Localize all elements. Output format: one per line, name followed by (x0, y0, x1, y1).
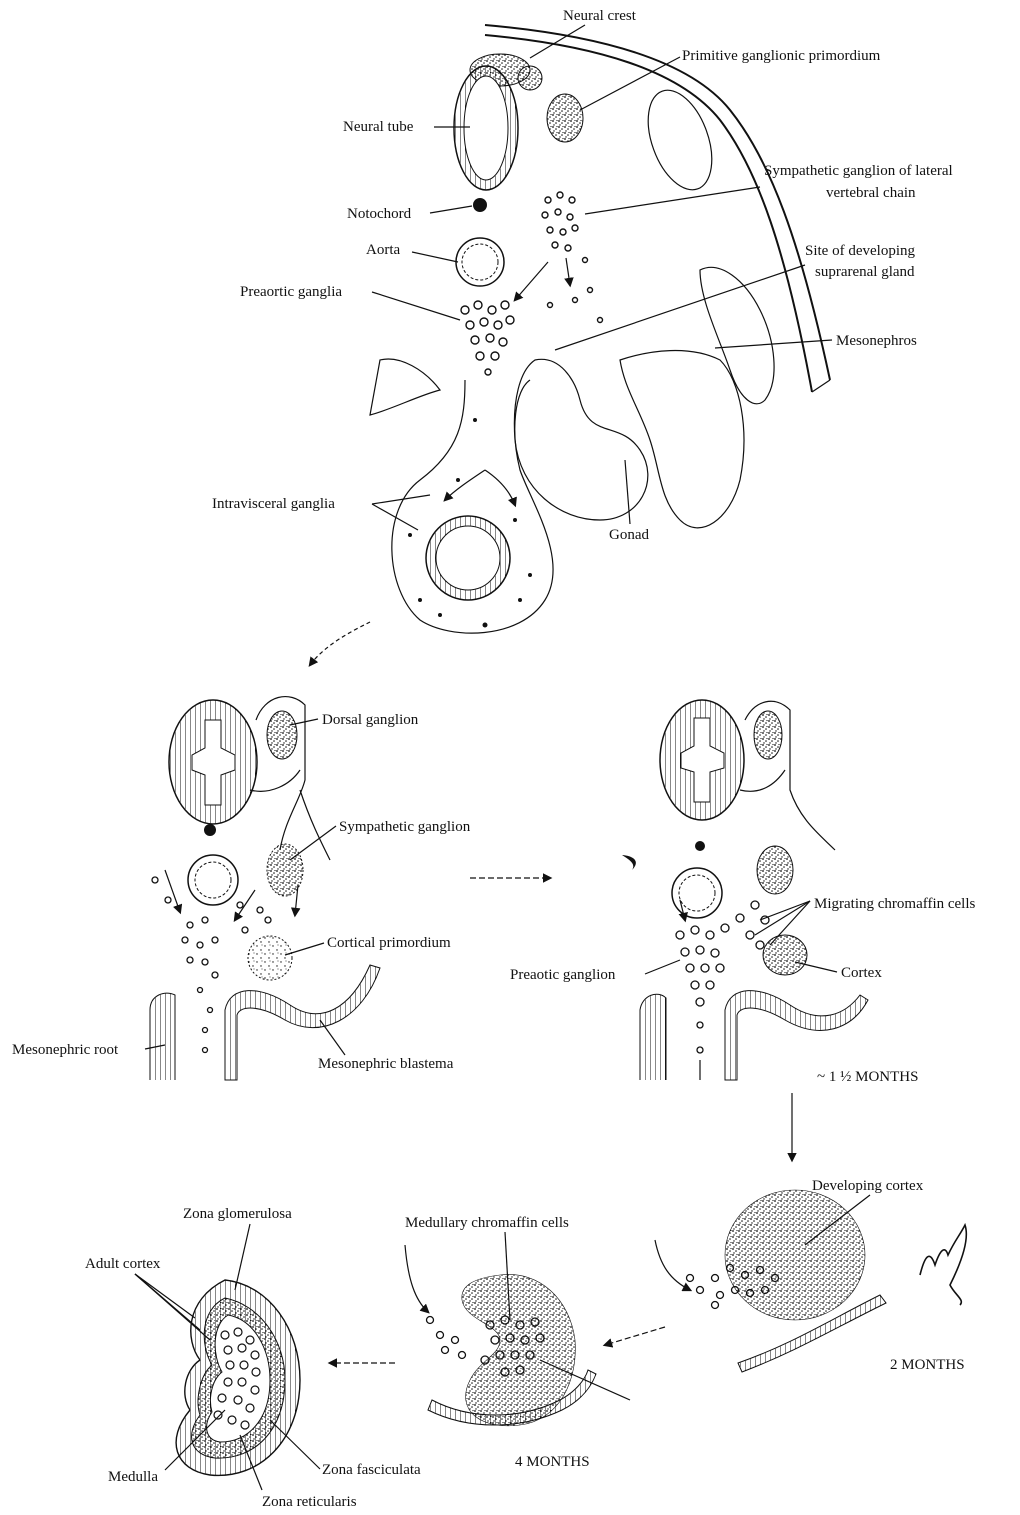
notochord-right (695, 841, 705, 851)
label-preaortic-ganglia: Preaortic ganglia (240, 284, 342, 300)
label-aorta: Aorta (366, 242, 400, 258)
stage-four-months: 4 MONTHS (515, 1454, 590, 1470)
top-labels: Neural crest Primitive ganglionic primor… (212, 8, 953, 543)
cortex-right (763, 935, 807, 975)
aorta-right (672, 868, 722, 918)
arrow-to-stage-2 (310, 622, 370, 665)
label-developing-cortex: Developing cortex (812, 1178, 924, 1194)
label-intravisceral-ganglia: Intravisceral ganglia (212, 496, 335, 512)
two-months-section: 2 MONTHS Developing cortex (655, 1178, 966, 1373)
label-zona-glomerulosa: Zona glomerulosa (183, 1206, 292, 1222)
label-notochord: Notochord (347, 206, 412, 222)
middle-left-section (150, 697, 380, 1080)
notochord (473, 198, 487, 212)
four-months-section: 4 MONTHS Medullary chromaffin cells (405, 1215, 630, 1470)
top-embryo-section (370, 25, 830, 633)
label-cortex: Cortex (841, 965, 882, 981)
label-zona-reticularis: Zona reticularis (262, 1494, 357, 1510)
middle-right-labels: Migrating chromaffin cells Preaotic gang… (510, 896, 976, 1085)
label-preaotic-ganglion: Preaotic ganglion (510, 967, 616, 983)
dorsal-ganglion-left (267, 711, 297, 759)
adult-gland-section: Zona glomerulosa Adult cortex Medulla Zo… (85, 1206, 421, 1510)
mesonephric-root-left (150, 993, 175, 1080)
label-medullary-chromaffin-cells: Medullary chromaffin cells (405, 1215, 569, 1231)
mesonephric-blastema-right (725, 991, 868, 1080)
neural-tube (454, 66, 518, 190)
label-cortical-primordium: Cortical primordium (327, 935, 451, 951)
label-zona-fasciculata: Zona fasciculata (322, 1462, 421, 1478)
chromaffin-cells-right (676, 901, 769, 1053)
developing-cortex-shape (725, 1190, 865, 1320)
label-migrating-chromaffin-cells: Migrating chromaffin cells (814, 896, 976, 912)
label-mesonephric-blastema: Mesonephric blastema (318, 1056, 454, 1072)
primitive-ganglionic-primordium (547, 94, 583, 142)
cortical-primordium-left (248, 936, 292, 980)
gut-tube (426, 516, 510, 600)
stage-two-months: 2 MONTHS (890, 1357, 965, 1373)
label-neural-tube: Neural tube (343, 119, 414, 135)
label-dorsal-ganglion: Dorsal ganglion (322, 712, 419, 728)
label-site-suprarenal-2: suprarenal gland (815, 264, 915, 280)
label-adult-cortex: Adult cortex (85, 1256, 161, 1272)
notochord-left (204, 824, 216, 836)
label-neural-crest: Neural crest (563, 8, 637, 24)
sympathetic-ganglion-cells (542, 192, 603, 323)
label-site-suprarenal-1: Site of developing (805, 243, 915, 259)
mesonephric-root-right (640, 994, 666, 1080)
label-sympathetic-ganglion: Sympathetic ganglion (339, 819, 471, 835)
label-primitive-ganglionic-primordium: Primitive ganglionic primordium (682, 48, 881, 64)
aorta-left (188, 855, 238, 905)
label-sympathetic-ganglion-lateral-2: vertebral chain (826, 185, 916, 201)
label-sympathetic-ganglion-lateral-1: Sympathetic ganglion of lateral (764, 163, 953, 179)
middle-right-section (622, 700, 868, 1080)
crescent-mark (622, 855, 636, 870)
label-medulla: Medulla (108, 1469, 158, 1485)
coelom-oval (636, 82, 724, 199)
dorsal-ganglion-right (754, 711, 782, 759)
label-mesonephros: Mesonephros (836, 333, 917, 349)
aorta (456, 238, 504, 286)
preaortic-ganglia-cells (461, 301, 514, 375)
sympathetic-ganglion-right (757, 846, 793, 894)
arrow-to-stage-5 (605, 1327, 665, 1345)
signature (920, 1225, 966, 1305)
stage-one-half-months: ~ 1 ½ MONTHS (817, 1069, 918, 1085)
label-gonad: Gonad (609, 527, 649, 543)
label-mesonephric-root: Mesonephric root (12, 1042, 119, 1058)
